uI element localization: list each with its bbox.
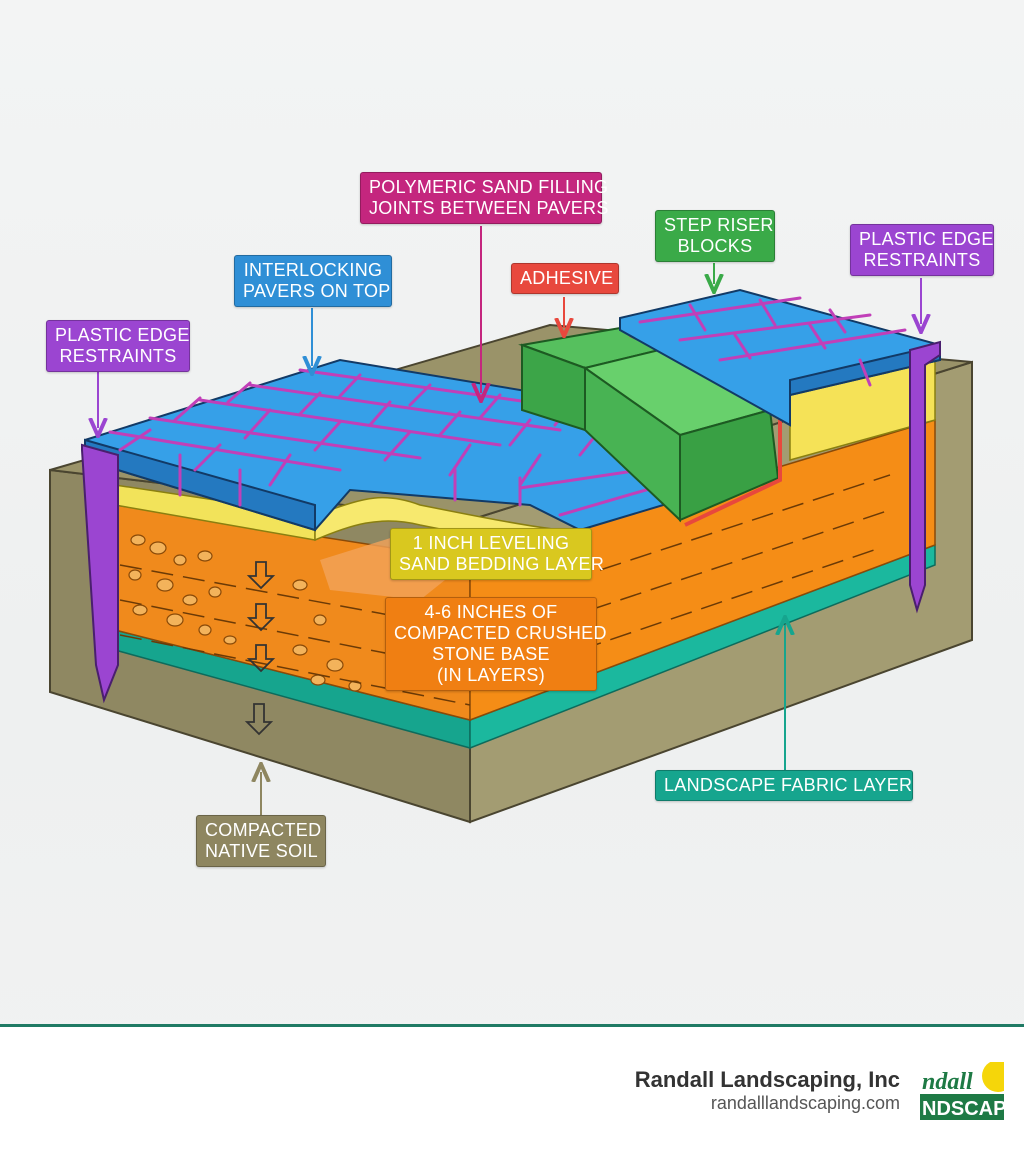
company-url[interactable]: randalllandscaping.com <box>710 1093 900 1113</box>
company-logo-icon: ndall NDSCAP <box>920 1062 1004 1128</box>
plastic-edge-restraint-right <box>909 340 941 614</box>
svg-text:NDSCAP: NDSCAP <box>922 1098 1004 1120</box>
compaction-arrow-icon <box>244 561 276 736</box>
footer: Randall Landscaping, Inc randalllandscap… <box>0 1024 1024 1154</box>
svg-text:ndall: ndall <box>922 1069 973 1095</box>
label-adhesive: ADHESIVE <box>511 263 619 294</box>
plastic-edge-restraint-left <box>81 443 119 704</box>
paver-layers-diagram <box>49 226 973 824</box>
interlocking-pavers-upper <box>619 288 941 427</box>
label-landscape-fabric: LANDSCAPE FABRIC LAYER <box>655 770 913 801</box>
company-name: Randall Landscaping, Inc <box>634 1067 900 1092</box>
